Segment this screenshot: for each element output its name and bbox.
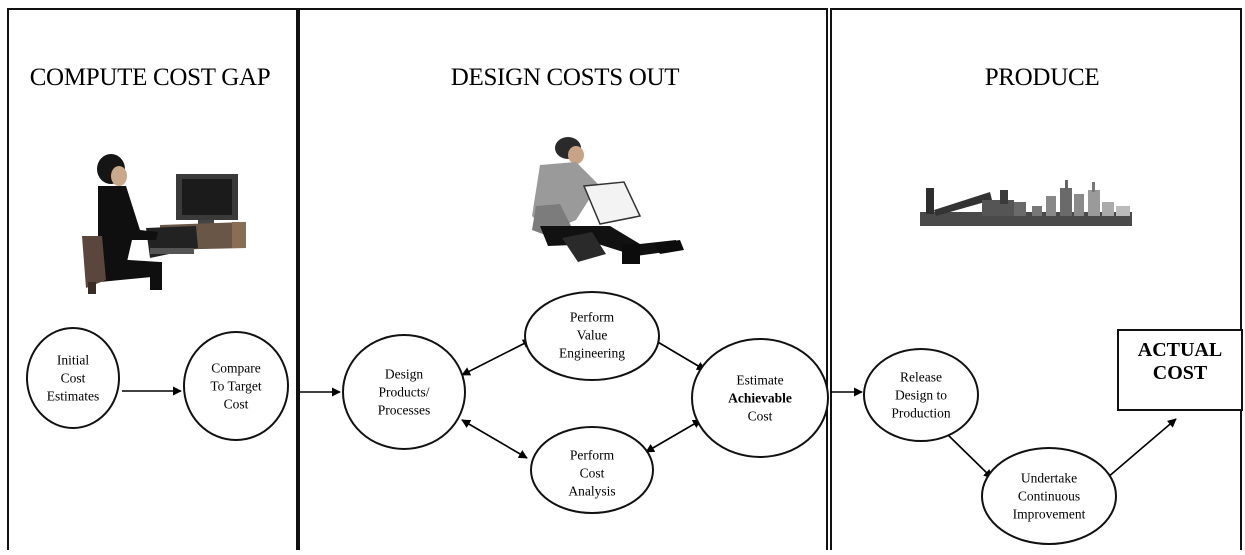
factory-skyline-illustration — [920, 180, 1132, 226]
panel-title-compute-cost-gap: COMPUTE COST GAP — [30, 64, 271, 92]
panel-title-produce: PRODUCE — [985, 64, 1100, 92]
arrow-continuous-improvement-to-actual-cost — [1107, 419, 1176, 478]
arrow-design-products-to-cost-analysis — [462, 420, 527, 458]
panel-title-design-costs-out: DESIGN COSTS OUT — [451, 64, 680, 92]
person-at-computer-illustration — [82, 154, 246, 294]
arrow-release-design-to-continuous-improvement — [947, 434, 992, 478]
arrow-design-products-to-value-engineering — [462, 340, 531, 375]
arrow-cost-analysis-to-estimate-achievable — [646, 420, 701, 452]
engineer-drawing-illustration — [532, 137, 684, 264]
